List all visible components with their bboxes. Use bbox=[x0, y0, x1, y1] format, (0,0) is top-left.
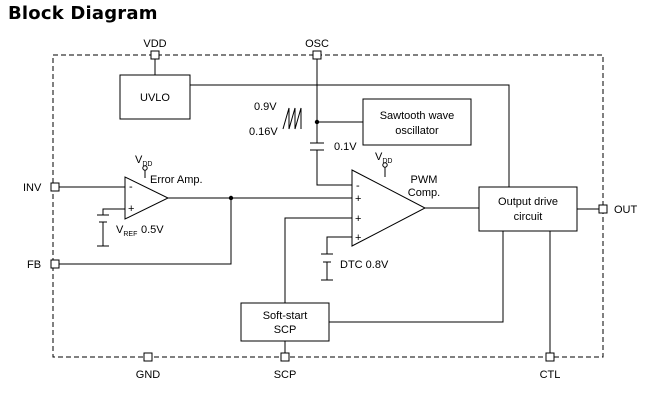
ea-vdd-node bbox=[142, 165, 148, 171]
pin-scp-label: SCP bbox=[274, 369, 297, 381]
soft-start-scp-block bbox=[240, 302, 330, 342]
sawtooth-low-label: 0.16V bbox=[249, 126, 278, 138]
pin-osc-label: OSC bbox=[305, 38, 329, 50]
pin-osc bbox=[312, 50, 322, 60]
error-amp-plus: + bbox=[128, 203, 134, 215]
error-amp-minus: - bbox=[129, 181, 133, 193]
wire-fb bbox=[59, 198, 232, 265]
wire-uvlo-output bbox=[190, 84, 510, 187]
pin-ctl bbox=[545, 352, 555, 362]
pin-out-label: OUT bbox=[614, 204, 638, 216]
sawtooth-wave-icon bbox=[282, 107, 302, 130]
output-drive-label-line2: circuit bbox=[514, 211, 543, 223]
pin-out bbox=[598, 204, 608, 214]
pin-fb-label: FB bbox=[27, 259, 41, 271]
ea-vdd-label: VDD bbox=[135, 154, 152, 168]
vref-label: VREF bbox=[116, 224, 137, 238]
uvlo-block bbox=[119, 74, 191, 120]
pin-inv-label: INV bbox=[23, 182, 42, 194]
pwm-vdd-node bbox=[382, 162, 388, 168]
sawtooth-label-line2: oscillator bbox=[395, 125, 439, 137]
sawtooth-oscillator-block bbox=[362, 98, 472, 146]
pwm-label-line2: Comp. bbox=[408, 187, 440, 199]
junction-osc bbox=[314, 119, 320, 125]
pwm-vdd-label: VDD bbox=[375, 151, 392, 165]
pin-gnd-label: GND bbox=[136, 369, 161, 381]
vref-source bbox=[97, 214, 109, 223]
pwm-plus-1: + bbox=[355, 193, 361, 205]
soft-start-label-line2: SCP bbox=[274, 324, 297, 336]
soft-start-label-line1: Soft-start bbox=[263, 310, 308, 322]
pin-gnd bbox=[143, 352, 153, 362]
wire-cap-pwm bbox=[316, 150, 352, 186]
output-drive-label-line1: Output drive bbox=[498, 196, 558, 208]
vref-value-label: 0.5V bbox=[141, 224, 164, 236]
pin-scp bbox=[280, 352, 290, 362]
sawtooth-label-line1: Sawtooth wave bbox=[380, 110, 455, 122]
wire-ss-pwm bbox=[284, 217, 352, 303]
wire-output-ss bbox=[329, 231, 504, 323]
pin-inv bbox=[50, 182, 60, 192]
error-amp-label: Error Amp. bbox=[150, 174, 203, 186]
error-amplifier bbox=[124, 176, 170, 220]
wires bbox=[59, 59, 599, 353]
pwm-label-line1: PWM bbox=[411, 174, 438, 186]
junction-fb bbox=[228, 195, 234, 201]
pin-vdd-label: VDD bbox=[143, 38, 166, 50]
osc-capacitor bbox=[310, 142, 324, 151]
page-title: Block Diagram bbox=[8, 3, 158, 24]
pin-ctl-label: CTL bbox=[540, 369, 561, 381]
wire-dtc bbox=[326, 236, 352, 254]
pwm-comparator bbox=[351, 169, 427, 247]
pwm-plus-2: + bbox=[355, 213, 361, 225]
sawtooth-high-label: 0.9V bbox=[254, 101, 277, 113]
ref-0-1v-label: 0.1V bbox=[334, 141, 357, 153]
output-drive-block bbox=[478, 186, 578, 232]
pwm-plus-3: + bbox=[355, 232, 361, 244]
dtc-label: DTC 0.8V bbox=[340, 259, 389, 271]
wire-vref bbox=[102, 208, 125, 215]
dtc-source bbox=[321, 253, 333, 263]
pin-vdd bbox=[150, 50, 160, 60]
uvlo-label: UVLO bbox=[140, 92, 170, 104]
pwm-minus: - bbox=[356, 180, 360, 192]
pin-fb bbox=[50, 259, 60, 269]
